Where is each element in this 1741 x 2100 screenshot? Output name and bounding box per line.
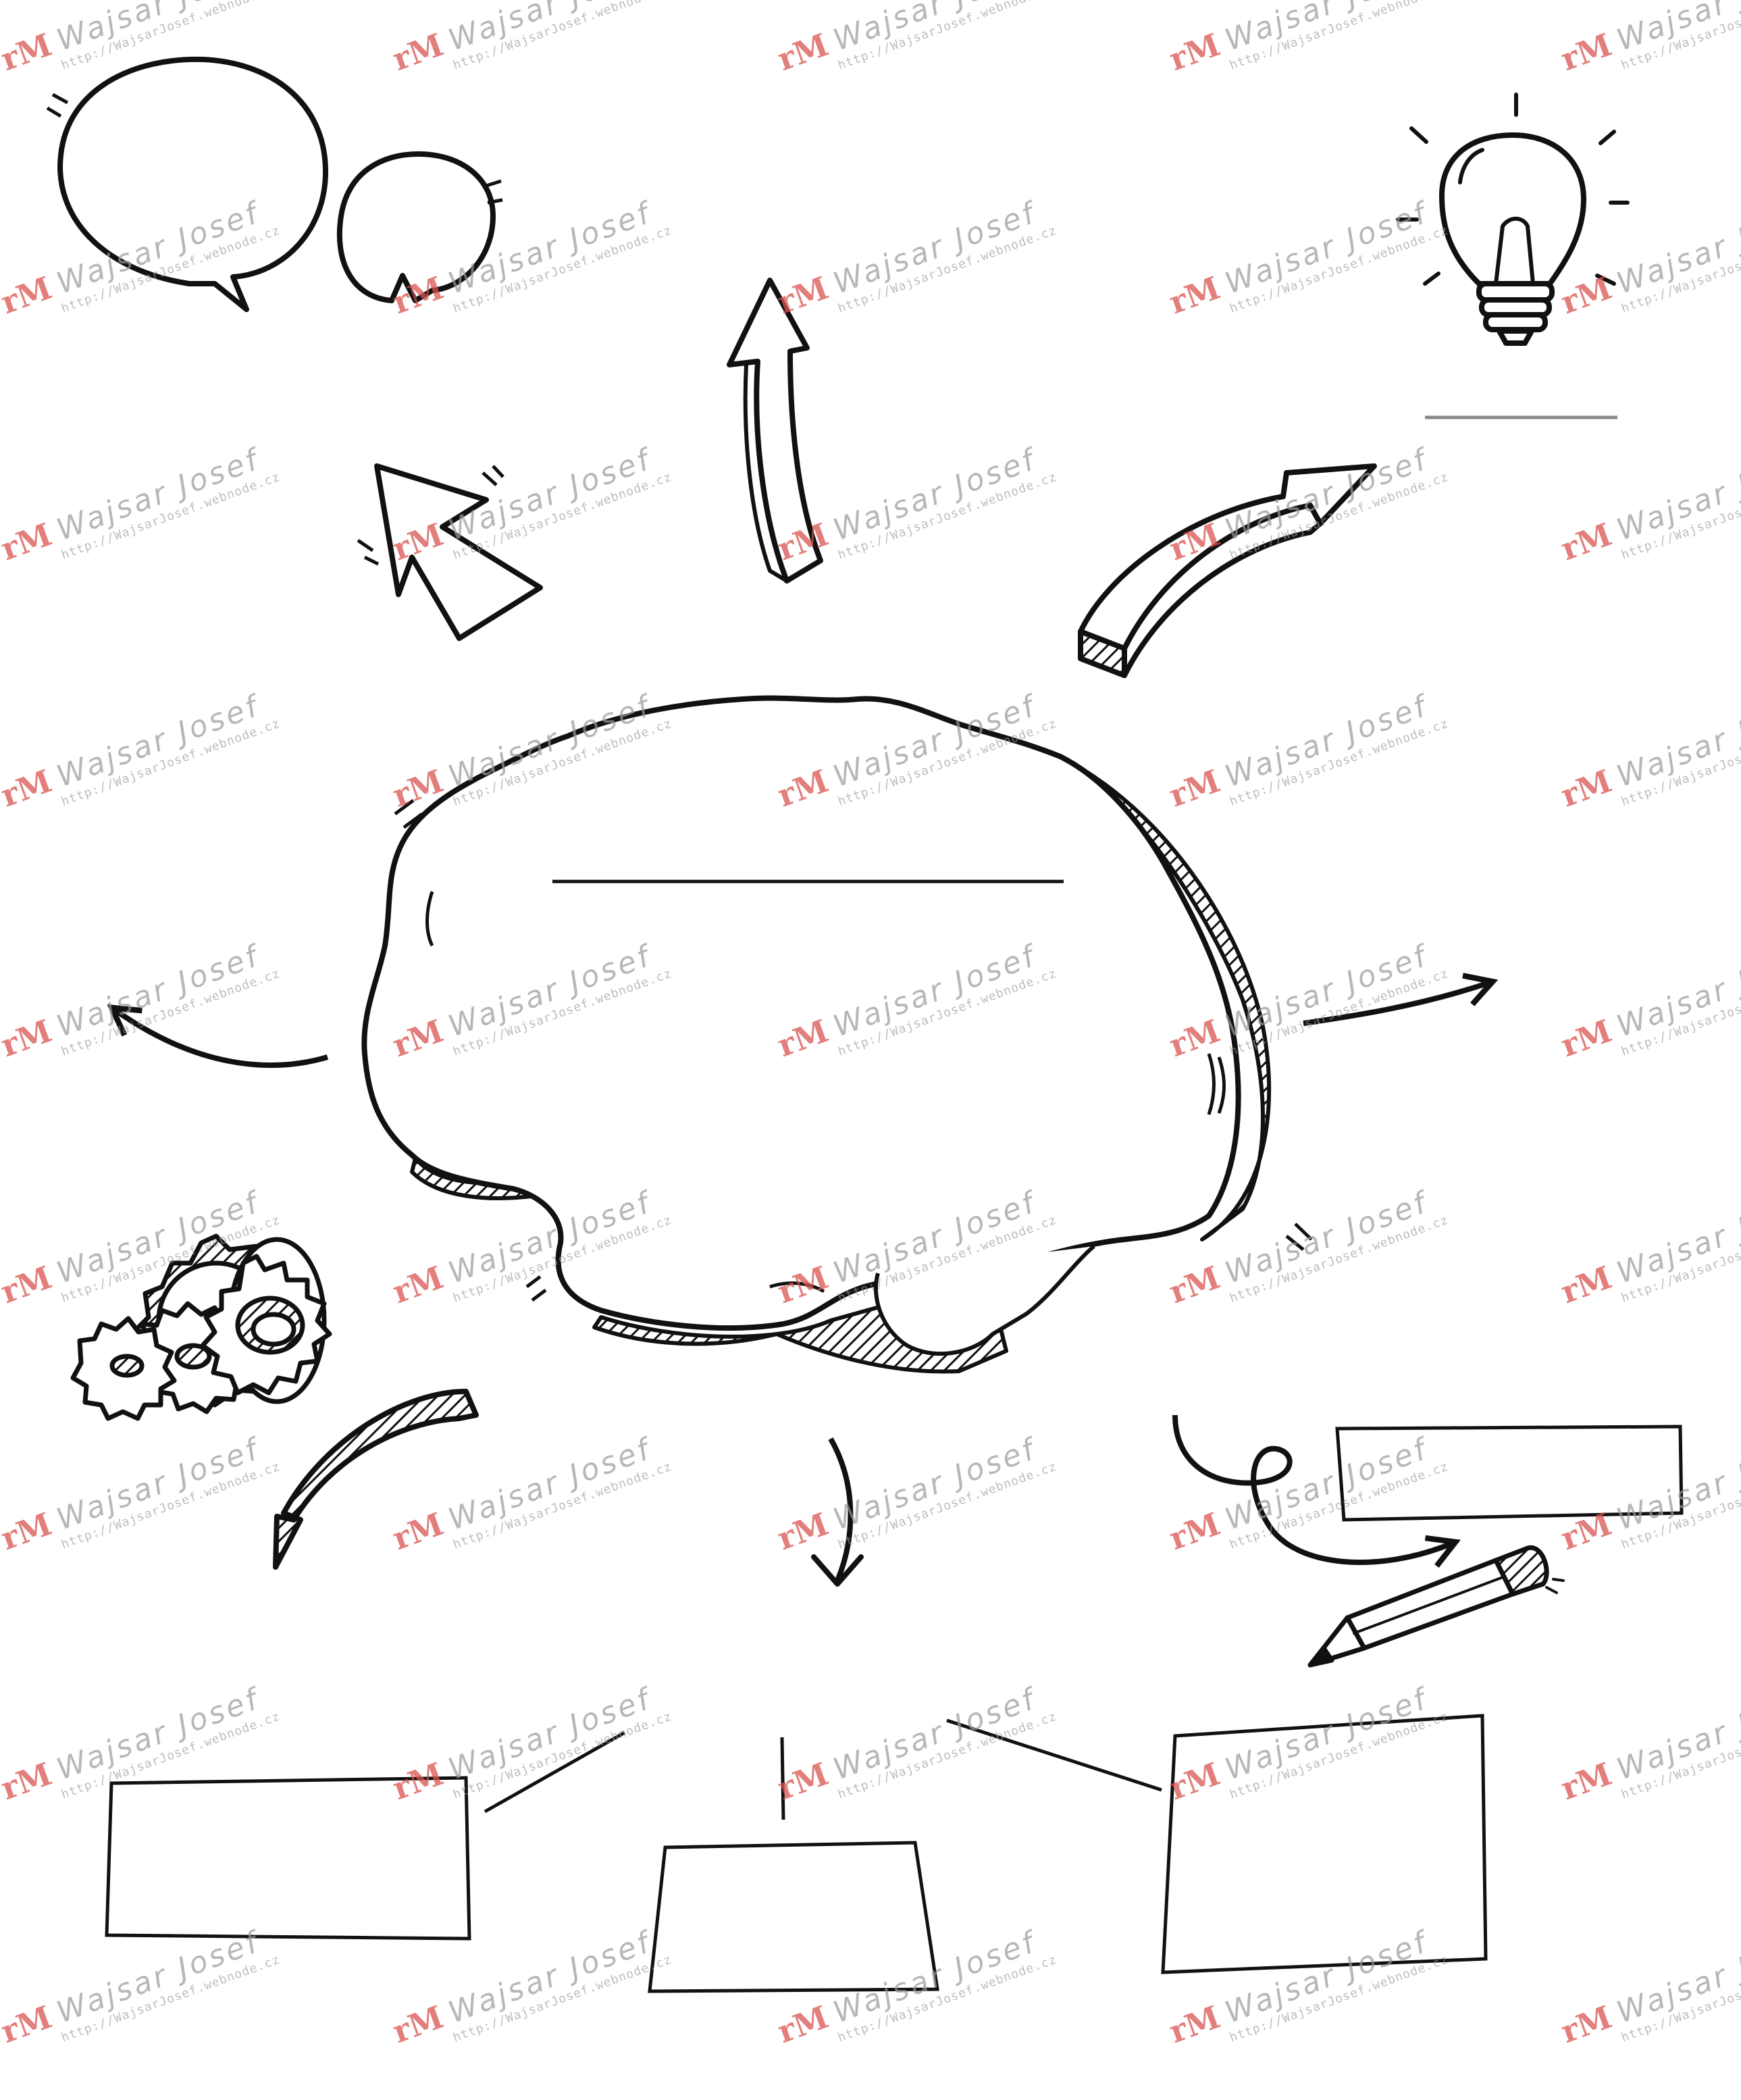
answer-box-bottom-center <box>650 1843 937 1991</box>
arrow-down-icon <box>831 1439 850 1581</box>
speech-bubbles-icon <box>47 59 502 309</box>
arrow-right-icon <box>1303 983 1489 1023</box>
arrow-left-icon <box>115 1010 328 1065</box>
answer-box-right <box>1337 1427 1682 1520</box>
connector-lines <box>485 1720 1162 1820</box>
brain-icon <box>364 698 1311 1372</box>
answer-box-bottom-right <box>1163 1716 1486 1972</box>
arrow-up-icon <box>729 280 821 581</box>
pencil-icon <box>1310 1547 1563 1665</box>
arrow-down-left-icon <box>276 1391 476 1567</box>
answer-box-bottom-left <box>107 1778 469 1939</box>
arrow-up-right-icon <box>1081 466 1374 675</box>
gears-icon <box>73 1236 330 1418</box>
light-bulb-icon <box>1398 95 1628 343</box>
arrow-up-left-icon <box>358 466 540 638</box>
